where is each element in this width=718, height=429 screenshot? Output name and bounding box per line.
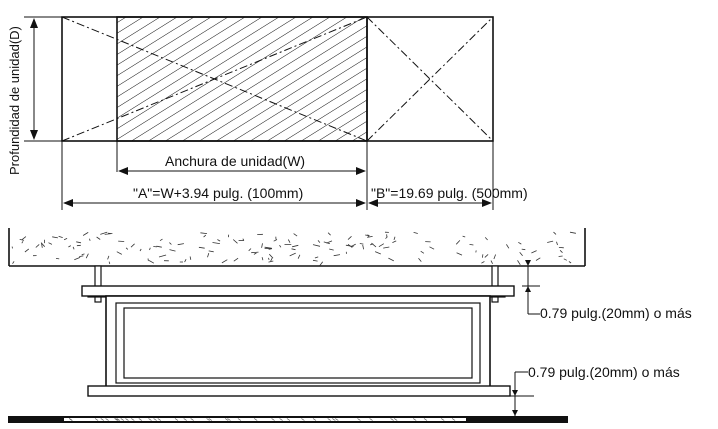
width-dimension: Anchura de unidad(W) (118, 153, 366, 175)
top-clearance-label: 0.79 pulg.(20mm) o más (540, 305, 692, 321)
floor-surface (8, 416, 568, 423)
a-dimension: "A"=W+3.94 pulg. (100mm) (63, 185, 366, 207)
bottom-clearance-label: 0.79 pulg.(20mm) o más (528, 364, 680, 380)
unit-area-hatched (116, 16, 368, 142)
plan-view (61, 16, 494, 142)
bottom-clearance-dimension: 0.79 pulg.(20mm) o más (510, 364, 680, 418)
top-clearance-dimension: 0.79 pulg.(20mm) o más (522, 260, 692, 321)
service-area-diagonal-2 (366, 16, 494, 142)
plan-diagonal-2 (61, 16, 368, 142)
width-label: Anchura de unidad(W) (165, 153, 305, 169)
depth-dimension: Profundidad de unidad(D) (7, 16, 62, 175)
b-dimension: "B"=19.69 pulg. (500mm) (368, 185, 528, 207)
depth-label: Profundidad de unidad(D) (7, 26, 22, 175)
b-dimension-label: "B"=19.69 pulg. (500mm) (371, 185, 528, 201)
ceiling-slab (8, 228, 586, 267)
indoor-unit (81, 285, 515, 397)
a-dimension-label: "A"=W+3.94 pulg. (100mm) (133, 185, 303, 201)
service-area-diagonal-1 (366, 16, 494, 142)
